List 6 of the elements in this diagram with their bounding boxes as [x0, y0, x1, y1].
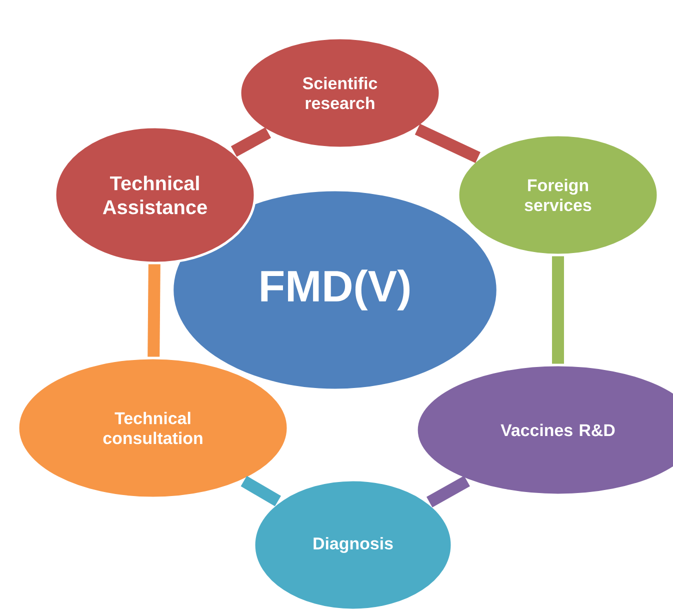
connector-band [240, 476, 281, 506]
connector-band [414, 124, 480, 163]
connector-band [552, 256, 564, 364]
connector-band [426, 476, 470, 508]
connector-band [230, 127, 272, 157]
connector-band [148, 264, 160, 357]
